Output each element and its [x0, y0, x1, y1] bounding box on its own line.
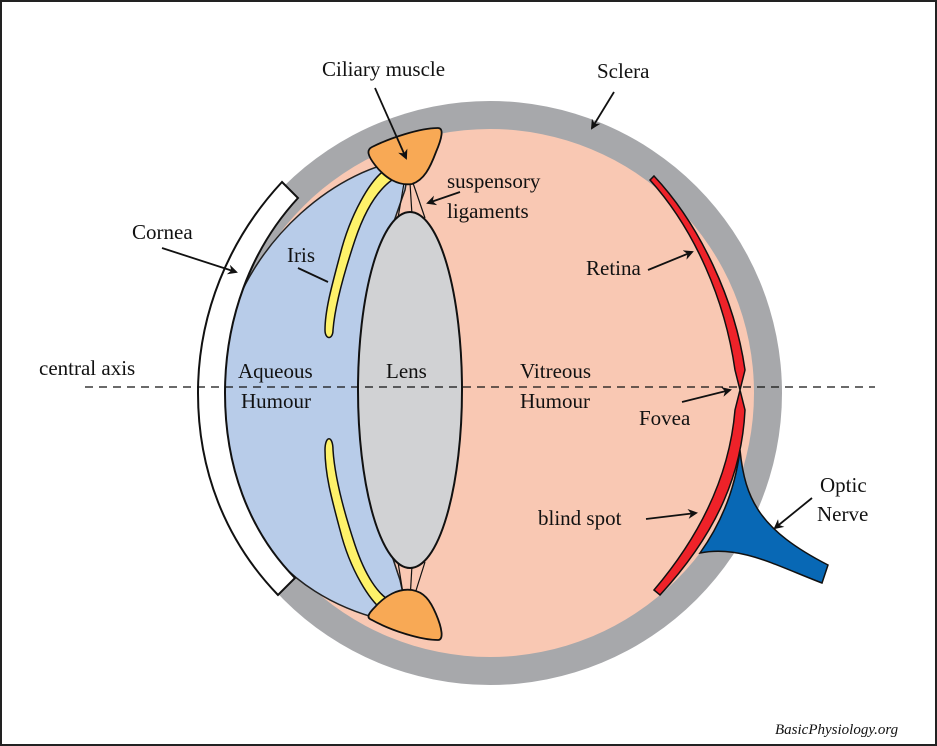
label-optic-2: Nerve	[817, 502, 868, 526]
label-vitreous-1: Vitreous	[520, 359, 591, 383]
iris-arrow	[297, 267, 329, 283]
cornea	[196, 180, 300, 597]
label-iris: Iris	[287, 243, 315, 267]
label-suspensory-2: ligaments	[447, 199, 529, 223]
retina	[648, 174, 746, 597]
iris-upper	[324, 168, 394, 339]
label-cornea: Cornea	[132, 220, 193, 244]
label-optic-1: Optic	[820, 473, 867, 497]
label-aqueous-1: Aqueous	[238, 359, 313, 383]
label-blind-spot: blind spot	[538, 506, 622, 530]
credit-text: BasicPhysiology.org	[775, 722, 899, 738]
label-fovea: Fovea	[639, 406, 691, 430]
label-ciliary-muscle: Ciliary muscle	[322, 57, 445, 81]
fovea-arrow	[681, 387, 732, 403]
label-sclera: Sclera	[597, 59, 650, 83]
lens	[357, 211, 463, 569]
optic-nerve-arrow	[773, 497, 813, 530]
suspensory-arrow	[426, 191, 461, 206]
ciliary-muscle-lower	[367, 588, 443, 641]
optic-nerve	[698, 449, 829, 584]
label-vitreous-2: Humour	[520, 389, 590, 413]
iris-lower	[324, 438, 394, 614]
sclera-arrow	[590, 91, 615, 130]
label-central-axis: central axis	[39, 356, 135, 380]
blind-spot-arrow	[645, 508, 698, 520]
retina-arrow	[647, 250, 694, 271]
label-aqueous-2: Humour	[241, 389, 311, 413]
ciliary-arrow	[374, 87, 408, 160]
label-lens: Lens	[386, 359, 427, 383]
label-retina: Retina	[586, 256, 641, 280]
cornea-arrow	[161, 247, 238, 275]
label-suspensory-1: suspensory	[447, 169, 541, 193]
